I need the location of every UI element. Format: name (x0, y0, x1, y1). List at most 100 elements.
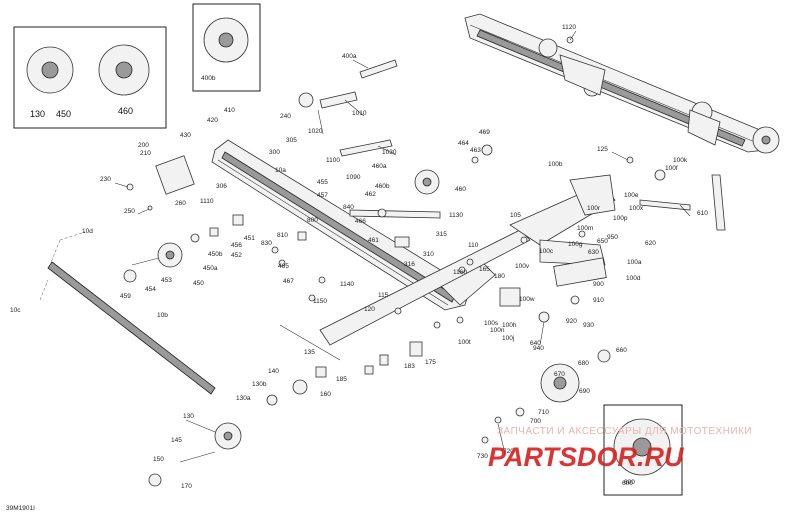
part-label: 100j (502, 335, 514, 342)
part-label: 100m (577, 225, 593, 232)
part-label: 10a (275, 167, 286, 174)
part-label: 1110 (200, 198, 214, 205)
part-label: 457 (317, 192, 328, 199)
part-label: 10d (82, 228, 93, 235)
part-label: 100h (502, 322, 517, 329)
part-label: 100d (626, 275, 641, 282)
part-label: 260 (175, 200, 186, 207)
front-arm-linkage (319, 174, 616, 346)
part-label: 180 (494, 273, 505, 280)
part-label: 460a (372, 163, 387, 170)
part-label: 1150 (313, 298, 327, 305)
part-label: 1010 (352, 110, 367, 117)
part-label: 1020 (308, 128, 323, 135)
inset-box-bottom-right: 600 (603, 404, 683, 496)
part-label: 1160 (453, 269, 467, 276)
watermark-text: ЗАПЧАСТИ И АКСЕССУАРЫ ДЛЯ МОТОТЕХНИКИ (497, 426, 752, 437)
part-label: 720 (503, 448, 514, 455)
part-label: 240 (280, 113, 291, 120)
part-label: 466 (355, 218, 366, 225)
part-label: 920 (566, 318, 577, 325)
part-label: 316 (404, 261, 415, 268)
part-label: 305 (286, 137, 297, 144)
part-label: 410 (224, 107, 235, 114)
part-label: 840 (343, 204, 354, 211)
part-label: 306 (216, 183, 227, 190)
inset-box-left: 130 450 460 (13, 26, 167, 129)
part-label: 459 (120, 293, 131, 300)
part-label: 450 (193, 280, 204, 287)
part-label: 452 (231, 252, 242, 259)
part-label: 100e (624, 192, 639, 199)
part-label: 110 (468, 242, 479, 249)
part-label: 800 (307, 217, 318, 224)
part-label: 469 (479, 129, 490, 136)
part-label: 450a (203, 265, 218, 272)
main-slide-rail (211, 139, 496, 311)
part-label: 456 (231, 242, 242, 249)
part-label: 130 (183, 413, 194, 420)
wear-strip-10b (39, 231, 216, 395)
part-label: 100n (490, 327, 505, 334)
shafts (131, 59, 726, 463)
part-label: 210 (140, 150, 151, 157)
part-label: 130a (236, 395, 251, 402)
part-label: 185 (336, 376, 347, 383)
part-label: 690 (579, 388, 590, 395)
part-label: 100s (484, 320, 499, 327)
part-label: 115 (378, 292, 389, 299)
part-label: 451 (244, 235, 255, 242)
part-label: 465 (278, 263, 289, 270)
part-label: 10b (157, 312, 168, 319)
part-label: 830 (261, 240, 272, 247)
part-label: 610 (697, 210, 708, 217)
part-label: 430 (180, 132, 191, 139)
part-label: 464 (458, 140, 469, 147)
part-label: 710 (538, 409, 549, 416)
part-label: 940 (533, 345, 544, 352)
part-label: 900 (593, 281, 604, 288)
diagram-code: 39M1901I (6, 505, 35, 512)
part-label: 120 (364, 306, 375, 313)
part-label: 100w (519, 296, 535, 303)
part-label: 1100 (326, 157, 340, 164)
part-label: 125 (597, 146, 608, 153)
part-label: 620 (645, 240, 656, 247)
part-label: 1130 (449, 212, 463, 219)
part-label: 135 (304, 349, 315, 356)
part-label: 105 (510, 212, 521, 219)
part-label: 300 (269, 149, 280, 156)
inset-label-600: 600 (622, 480, 633, 487)
part-label: 463 (470, 147, 481, 154)
part-label: 170 (181, 483, 192, 490)
part-label: 670 (554, 371, 565, 378)
part-label: 230 (100, 176, 111, 183)
part-label: 100p (613, 215, 628, 222)
part-label: 100x (629, 205, 644, 212)
part-label: 100f (665, 165, 678, 172)
inset-label-130: 130 (30, 109, 45, 119)
part-label: 100k (673, 157, 688, 164)
part-label: 183 (404, 363, 415, 370)
part-label: 10c (10, 307, 21, 314)
part-label: 730 (477, 453, 488, 460)
part-label: 950 (607, 234, 618, 241)
inset-box-top: 400b (192, 3, 261, 92)
part-label: 100c (539, 248, 554, 255)
part-label: 700 (530, 418, 541, 425)
part-label: 1090 (346, 174, 361, 181)
watermark: ЗАПЧАСТИ И АКСЕССУАРЫ ДЛЯ МОТОТЕХНИКИ PA… (488, 426, 752, 472)
part-label: 160 (320, 391, 331, 398)
part-label: 453 (161, 277, 172, 284)
part-label: 460 (455, 186, 466, 193)
part-label: 150 (153, 456, 164, 463)
part-label: 462 (365, 191, 376, 198)
part-label: 640 (530, 340, 541, 347)
part-label: 1030 (382, 149, 397, 156)
part-label: 1140 (340, 281, 354, 288)
part-label: 100t (458, 339, 471, 346)
inset-label-450: 450 (56, 109, 71, 119)
part-label: 165 (479, 266, 490, 273)
part-label: 130b (252, 381, 267, 388)
part-label: 650 (597, 238, 608, 245)
